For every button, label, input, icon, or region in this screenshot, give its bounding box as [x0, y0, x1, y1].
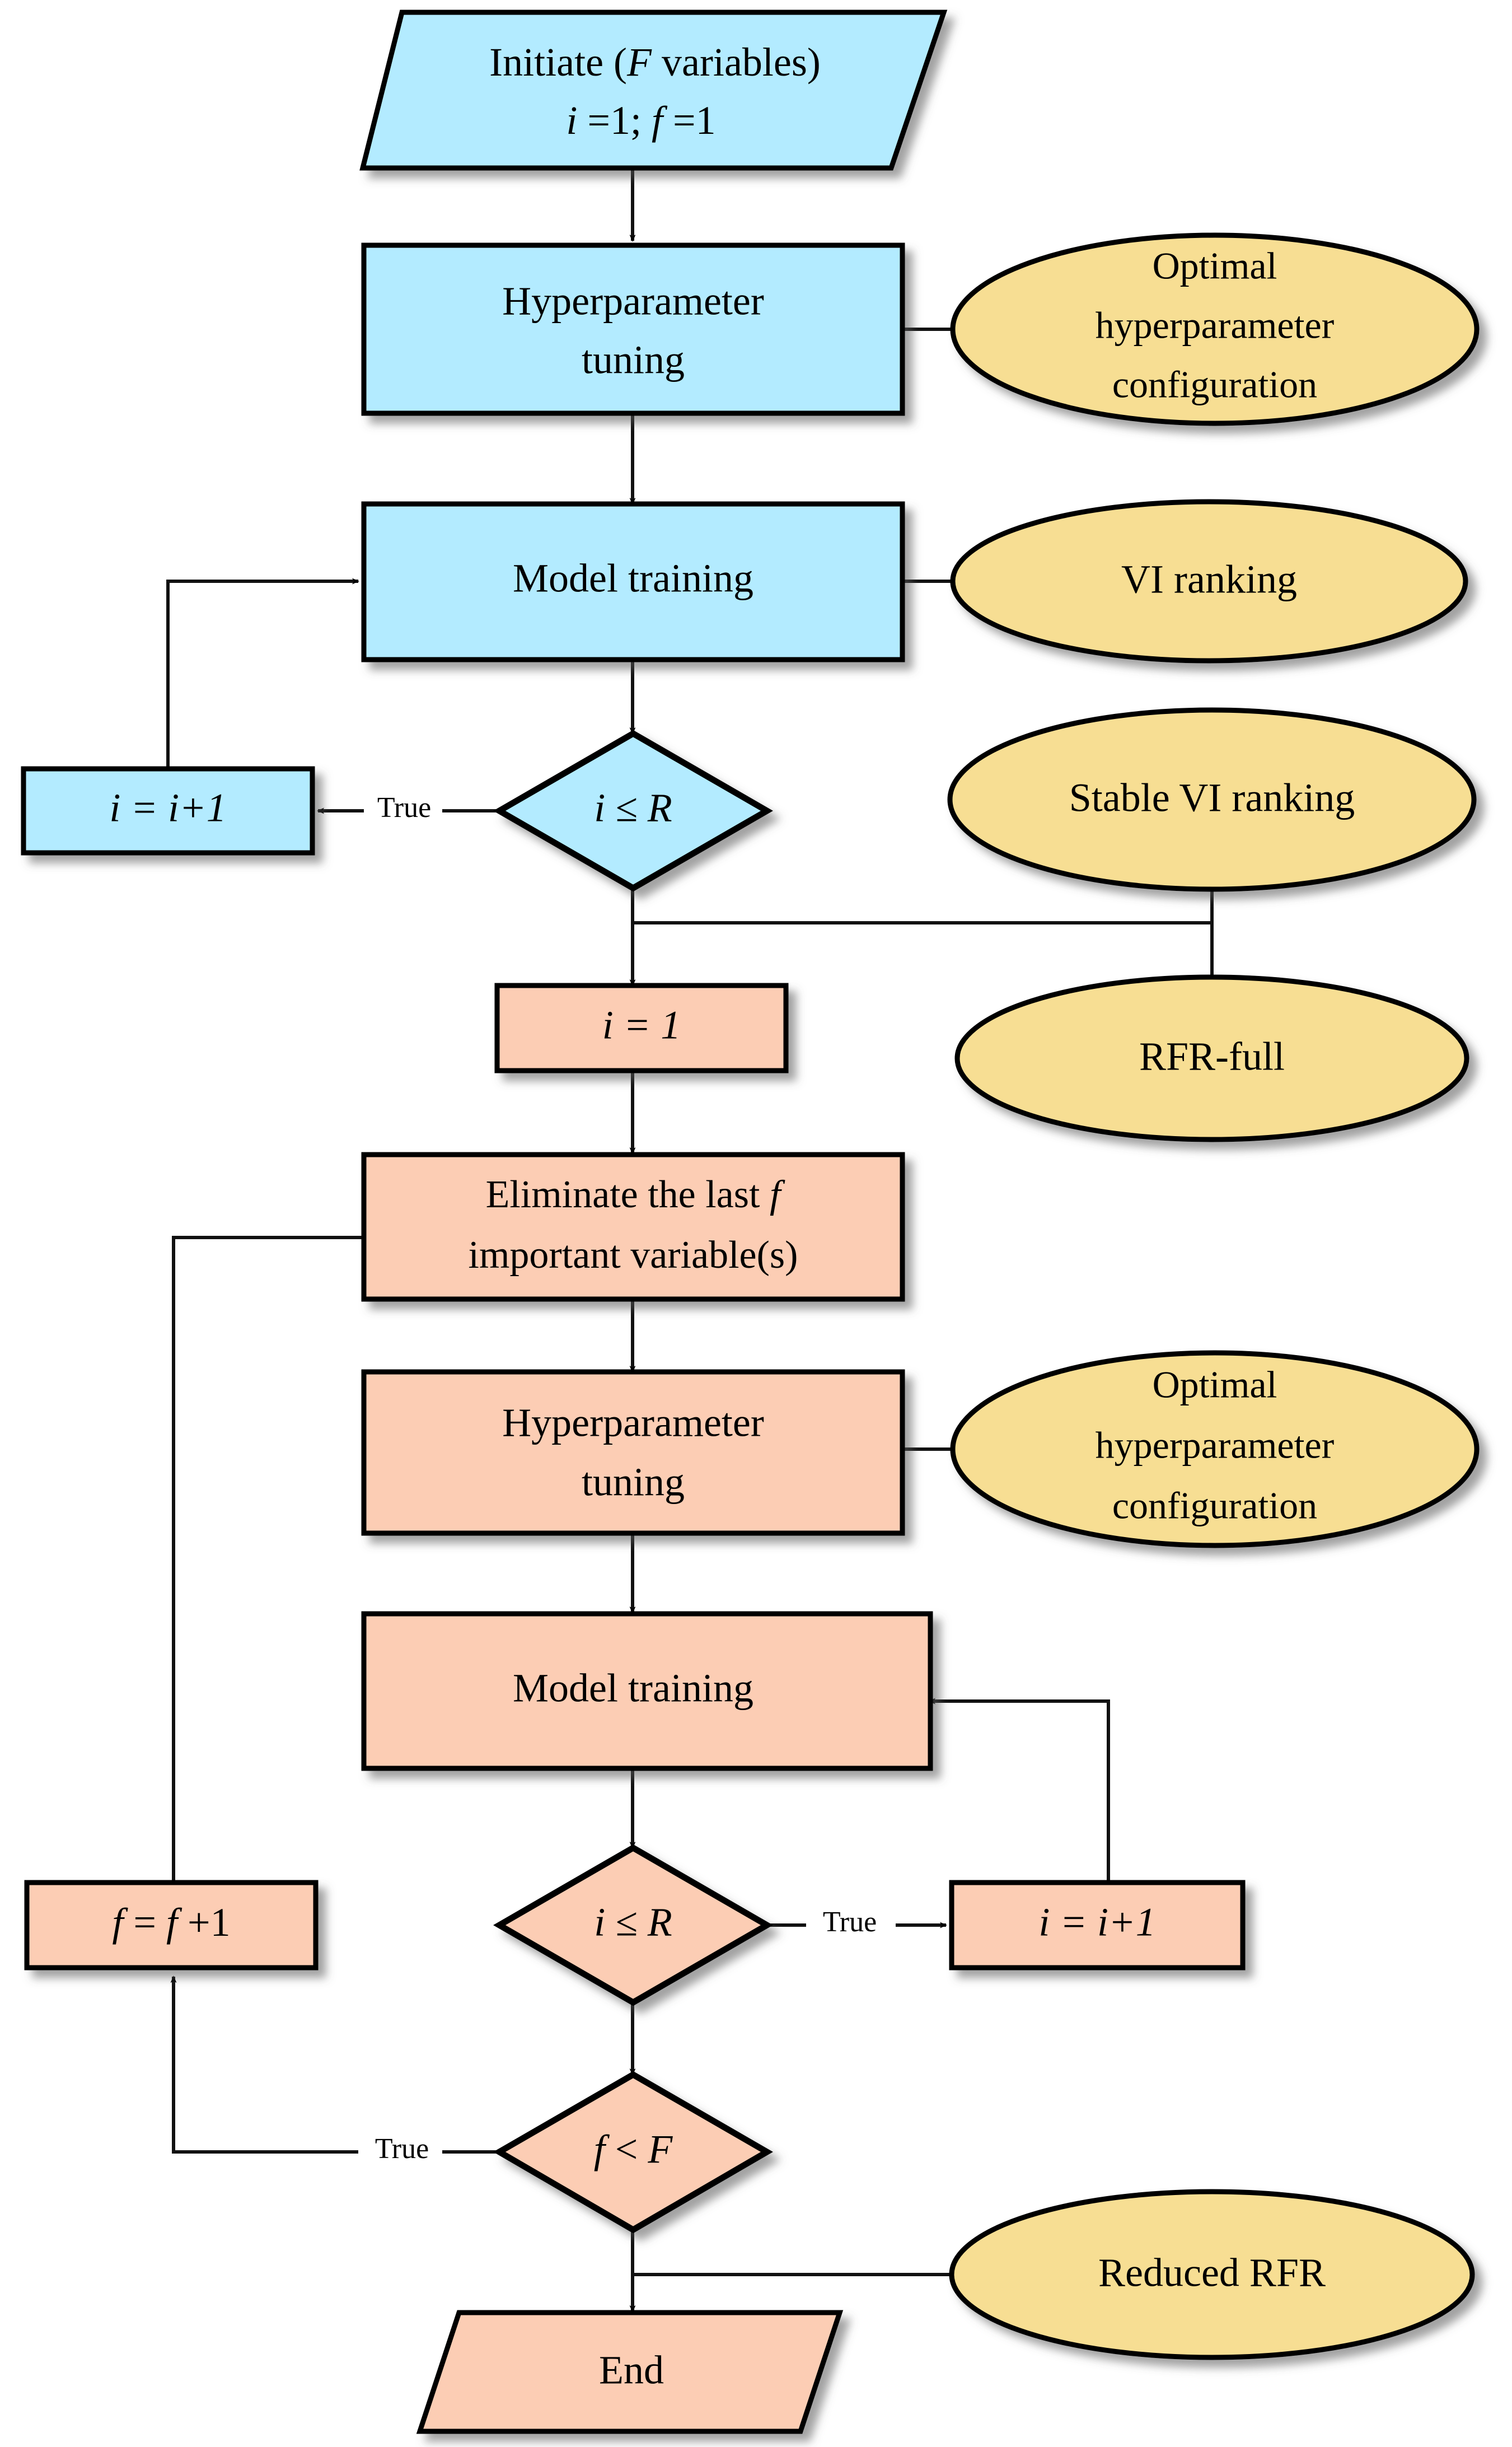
incr1-rect	[21, 766, 315, 856]
start-label-line2: i =1; f =1	[566, 98, 715, 143]
node-decision-f-lt-F[interactable]: f < F	[493, 2071, 773, 2234]
node-increment-f[interactable]: f = f +1	[24, 1880, 319, 1970]
decision2-diamond	[493, 1844, 773, 2006]
rfrfull-label: RFR-full	[1139, 1034, 1285, 1079]
eliminate-rect	[361, 1152, 905, 1302]
viranking-ellipse	[950, 499, 1468, 664]
edge-label-true-3: True	[375, 2133, 429, 2165]
start-parallelogram	[359, 10, 948, 171]
node-model-training-1[interactable]: Model training	[361, 501, 905, 662]
start-label-line1: Initiate (F variables)	[489, 40, 821, 85]
viranking-label: VI ranking	[1121, 557, 1297, 602]
tuning1-label-line2: tuning	[582, 338, 685, 382]
config2-label-line2: hyperparameter	[1096, 1424, 1335, 1467]
config1-label-line2: hyperparameter	[1096, 304, 1335, 347]
tuning2-label-line1: Hyperparameter	[502, 1400, 764, 1445]
annotation-stable-vi-ranking[interactable]: Stable VI ranking	[947, 707, 1477, 892]
incrf-label: f = f +1	[112, 1900, 230, 1945]
incrf-rect	[24, 1880, 319, 1970]
tuning2-label-line2: tuning	[582, 1460, 685, 1505]
node-decision-i-le-R-1[interactable]: i ≤ R	[493, 730, 773, 892]
eliminate-label-line2: important variable(s)	[469, 1234, 798, 1277]
node-hyperparameter-tuning-1[interactable]: Hyperparameter tuning	[361, 242, 905, 416]
tuning1-label-line1: Hyperparameter	[502, 279, 764, 324]
annotation-vi-ranking[interactable]: VI ranking	[950, 499, 1468, 664]
eliminate-label-line1: Eliminate the last f	[486, 1173, 785, 1216]
tuning1-rect	[361, 242, 905, 416]
decision1-label: i ≤ R	[594, 786, 672, 830]
config1-ellipse	[950, 232, 1480, 426]
training2-label: Model training	[513, 1666, 753, 1711]
reducedrfr-ellipse	[949, 2189, 1475, 2360]
seti1-label: i = 1	[602, 1003, 681, 1048]
edge-label-true-2: True	[823, 1906, 877, 1938]
reducedrfr-label: Reduced RFR	[1098, 2250, 1326, 2295]
node-eliminate-variables[interactable]: Eliminate the last f important variable(…	[361, 1152, 905, 1302]
stablevi-ellipse	[947, 707, 1477, 892]
edge-label-true-1: True	[377, 792, 431, 824]
end-parallelogram	[416, 2310, 844, 2434]
node-start[interactable]: Initiate (F variables) i =1; f =1	[359, 10, 948, 171]
rfrfull-ellipse	[954, 974, 1469, 1142]
edge-decisionf-to-incrf	[170, 1976, 358, 2154]
incr1-label: i = i+1	[109, 786, 226, 830]
incr2-rect	[949, 1880, 1246, 1970]
decisionf-label: f < F	[594, 2127, 673, 2172]
node-increment-i-2[interactable]: i = i+1	[949, 1880, 1246, 1970]
config1-label-line3: configuration	[1112, 363, 1317, 406]
training1-label: Model training	[513, 556, 753, 601]
tuning2-rect	[361, 1369, 905, 1536]
training1-rect	[361, 501, 905, 662]
config2-label-line1: Optimal	[1153, 1363, 1277, 1406]
node-set-i-1[interactable]: i = 1	[494, 983, 789, 1073]
node-model-training-2[interactable]: Model training	[361, 1611, 933, 1771]
edge-incr2-feedback-to-training2	[928, 1698, 1110, 1883]
node-end[interactable]: End	[416, 2310, 844, 2434]
config1-label-line1: Optimal	[1153, 245, 1277, 287]
connector-layer	[166, 168, 1214, 2313]
node-increment-i-1[interactable]: i = i+1	[21, 766, 315, 856]
node-hyperparameter-tuning-2[interactable]: Hyperparameter tuning	[361, 1369, 905, 1536]
node-decision-i-le-R-2[interactable]: i ≤ R	[493, 1844, 773, 2006]
incr2-label: i = i+1	[1038, 1900, 1155, 1945]
annotation-reduced-rfr[interactable]: Reduced RFR	[949, 2189, 1475, 2360]
decisionf-diamond	[493, 2071, 773, 2234]
end-label: End	[599, 2348, 664, 2393]
training2-rect	[361, 1611, 933, 1771]
edge-incr1-feedback-to-training1	[166, 578, 359, 769]
config2-label-line3: configuration	[1112, 1484, 1317, 1527]
annotation-rfr-full[interactable]: RFR-full	[954, 974, 1469, 1142]
stablevi-label: Stable VI ranking	[1069, 776, 1355, 820]
config2-ellipse	[950, 1350, 1480, 1548]
decision2-label: i ≤ R	[594, 1900, 672, 1945]
seti1-rect	[494, 983, 789, 1073]
decision1-diamond	[493, 730, 773, 892]
annotation-optimal-config-2[interactable]: Optimal hyperparameter configuration	[950, 1350, 1480, 1548]
annotation-optimal-config-1[interactable]: Optimal hyperparameter configuration	[950, 232, 1480, 426]
